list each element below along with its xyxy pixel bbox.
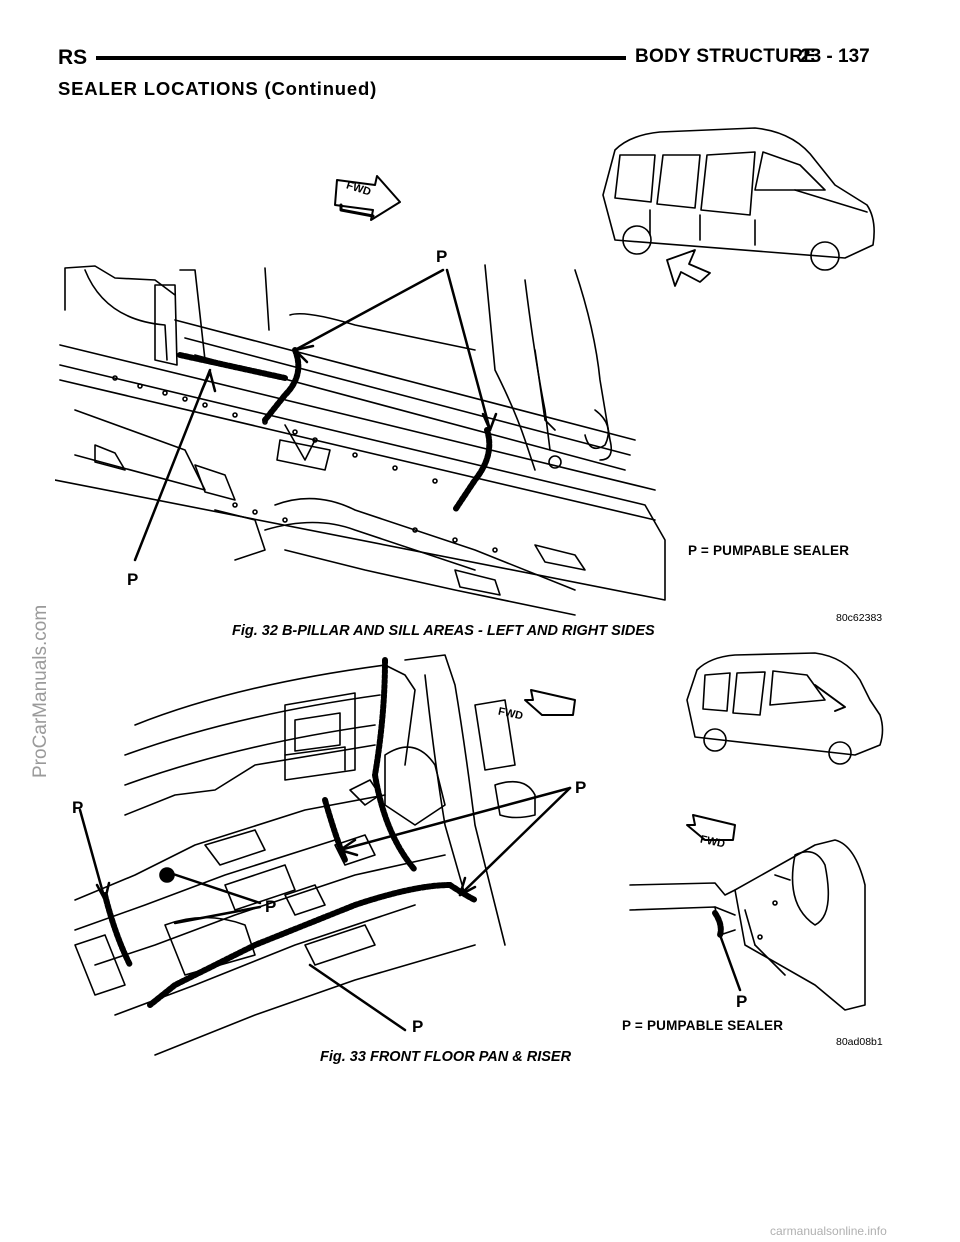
figure-32-callout-p-bottom: P xyxy=(127,570,139,589)
figure-33-callout-p-left: P xyxy=(72,798,84,817)
header-rule xyxy=(96,56,626,60)
header-page-number: 23 - 137 xyxy=(800,46,870,67)
side-watermark: ProCarManuals.com xyxy=(30,604,51,778)
fwd-arrow-icon xyxy=(334,175,401,221)
section-title: SEALER LOCATIONS (Continued) xyxy=(58,78,378,99)
figure-33-caption: Fig. 33 FRONT FLOOR PAN & RISER xyxy=(320,1049,572,1065)
figure-32-illustration xyxy=(55,110,885,635)
bottom-watermark: carmanualsonline.info xyxy=(770,1224,887,1238)
view-arrow-icon xyxy=(666,249,711,287)
fwd-arrow-icon xyxy=(524,689,576,716)
figure-32-code: 80c62383 xyxy=(836,612,883,624)
figure-32-callout-p-top: P xyxy=(436,247,448,266)
minivan-icon xyxy=(602,127,875,271)
figure-33-callout-p-center: P xyxy=(265,897,277,916)
header-section-code: RS xyxy=(58,46,88,69)
figure-33-code: 80ad08b1 xyxy=(836,1036,883,1048)
figure-33-legend: P = PUMPABLE SEALER xyxy=(622,1018,784,1033)
fwd-arrow-icon xyxy=(686,814,736,841)
figure-33-callout-p-detail: P xyxy=(736,992,748,1011)
figure-32-legend: P = PUMPABLE SEALER xyxy=(688,543,850,558)
figure-33-illustration xyxy=(55,645,885,1070)
header-title: BODY STRUCTURE xyxy=(635,46,817,67)
figure-32-caption: Fig. 32 B-PILLAR AND SILL AREAS - LEFT A… xyxy=(232,623,655,639)
figure-33-callout-p-right: P xyxy=(575,778,587,797)
minivan-icon xyxy=(686,652,884,765)
figure-33-callout-p-bottom: P xyxy=(412,1017,424,1036)
